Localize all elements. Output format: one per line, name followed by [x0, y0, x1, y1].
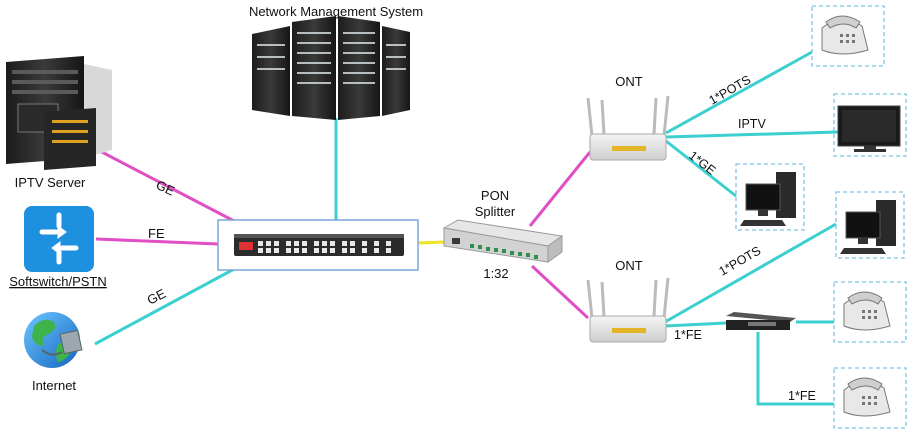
link-splitter-ont-top: [528, 151, 592, 227]
ont-bottom-icon: [586, 277, 670, 343]
link-label-ont1-iptv: IPTV: [738, 117, 766, 131]
iptv-server-icon: [6, 56, 112, 170]
phone-bottom-icon: [843, 377, 891, 417]
internet-globe-icon: [24, 312, 83, 368]
link-iptv-olt: [97, 148, 237, 224]
link-label-ont1-ge: 1*GE: [686, 148, 718, 177]
link-ont1-pc: [665, 139, 737, 198]
link-ont2-pc: [664, 222, 837, 324]
tv-frame: [833, 93, 907, 157]
ont-bottom-label: ONT: [615, 258, 643, 273]
phone-bottom-frame: [833, 367, 907, 429]
phone-mid-icon: [843, 291, 891, 331]
pc-top-frame: [735, 163, 805, 231]
nms-label: Network Management System: [249, 4, 423, 19]
link-label-iad-fe: 1*FE: [788, 389, 816, 403]
link-iad-phone-bottom: [756, 332, 834, 406]
link-label-ont2-pots: 1*POTS: [717, 244, 764, 279]
link-label-iptv-ge: GE: [154, 177, 178, 199]
olt-switch: [217, 219, 419, 271]
nms-server-rack-icon: [252, 16, 410, 120]
link-olt-splitter: [417, 240, 446, 245]
pc-top-icon: [740, 172, 796, 226]
link-ont1-tv: [665, 130, 839, 139]
link-label-softswitch-fe: FE: [148, 226, 165, 241]
pon-splitter-icon: [442, 219, 564, 263]
link-splitter-ont-bottom: [530, 264, 590, 320]
softswitch-router-icon: [24, 206, 94, 272]
ont-top-icon: [586, 95, 670, 161]
splitter-label-line1: PON: [481, 188, 509, 203]
link-softswitch-olt: [95, 237, 219, 246]
phone-top-icon: [821, 15, 869, 55]
phone-mid-frame: [833, 281, 907, 343]
pc-bottom-frame: [835, 191, 905, 259]
iptv-server-label: IPTV Server: [15, 175, 86, 190]
link-label-internet-ge: GE: [145, 286, 169, 308]
softswitch-label: Softswitch/PSTN: [9, 274, 107, 289]
split-ratio-label: 1:32: [483, 266, 508, 281]
iad-gateway-icon: [726, 312, 796, 330]
link-internet-olt: [94, 266, 237, 346]
internet-label: Internet: [32, 378, 76, 393]
link-label-ont2-fe: 1*FE: [674, 328, 702, 342]
link-ont1-phone: [665, 50, 813, 135]
link-ont2-iad: [664, 321, 727, 328]
pc-bottom-icon: [840, 200, 896, 254]
phone-top-frame: [811, 5, 885, 67]
tv-icon: [837, 105, 901, 152]
splitter-label-line2: Splitter: [475, 204, 516, 219]
ont-top-label: ONT: [615, 74, 643, 89]
